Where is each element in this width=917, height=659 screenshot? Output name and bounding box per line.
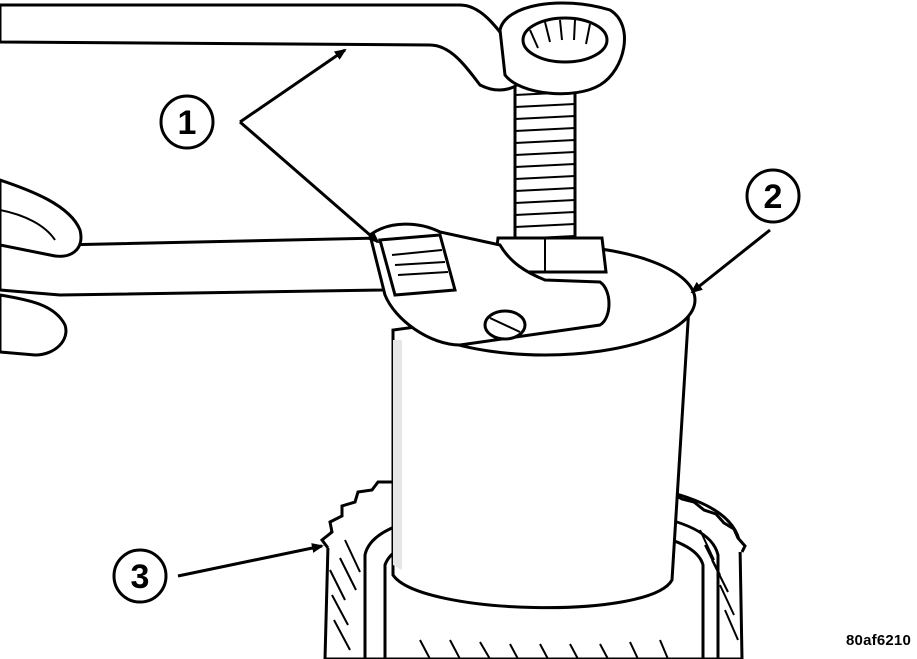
leader-1a bbox=[239, 48, 347, 124]
leader-lines bbox=[177, 48, 771, 578]
leader-1b bbox=[239, 120, 380, 244]
leader-3 bbox=[177, 543, 324, 578]
callout-1-label: 1 bbox=[178, 104, 197, 142]
callout-3-label: 3 bbox=[131, 558, 150, 596]
adjustable-jaw bbox=[378, 233, 457, 297]
hand-palm bbox=[0, 293, 68, 357]
adjustable-wrench bbox=[0, 222, 611, 347]
forcing-screw bbox=[492, 78, 608, 274]
hand bbox=[0, 178, 83, 357]
hand-fingers bbox=[0, 178, 83, 258]
callout-2-label: 2 bbox=[764, 178, 783, 216]
cup-body bbox=[391, 288, 692, 610]
cup-shade bbox=[393, 340, 402, 570]
gear-helix-lines bbox=[329, 529, 739, 659]
box-wrench-opening bbox=[521, 16, 609, 64]
box-wrench-handle bbox=[0, 3, 532, 92]
callout-3: 3 bbox=[112, 548, 168, 604]
figure-code: 80af6210 bbox=[846, 632, 911, 649]
leader-2 bbox=[690, 228, 771, 294]
callout-2: 2 bbox=[745, 168, 801, 224]
callout-1: 1 bbox=[159, 94, 215, 150]
box-wrench bbox=[0, 1, 626, 96]
